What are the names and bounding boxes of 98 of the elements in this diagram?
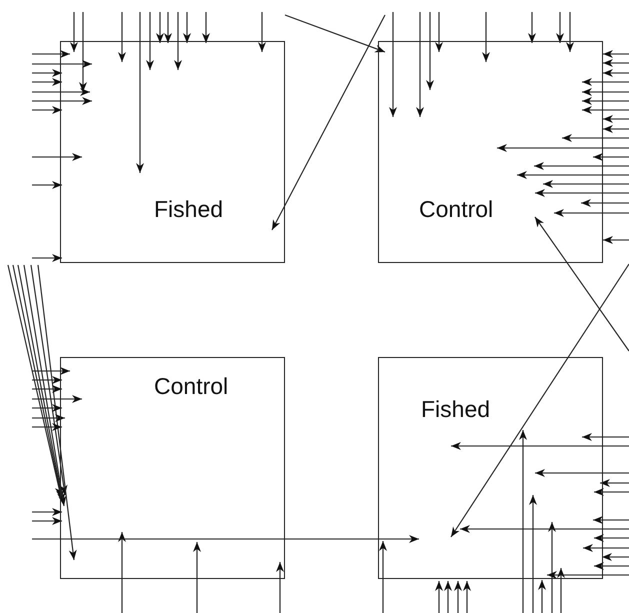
- arrow: [535, 469, 629, 477]
- arrow: [32, 50, 70, 58]
- arrow: [603, 125, 629, 133]
- arrow: [32, 385, 62, 393]
- arrow: [32, 254, 62, 262]
- arrow: [538, 580, 546, 613]
- arrow: [582, 97, 629, 105]
- arrow: [594, 488, 629, 496]
- arrow: [566, 12, 574, 52]
- arrow: [460, 525, 629, 533]
- arrow: [548, 522, 556, 613]
- arrow: [32, 153, 82, 161]
- arrow: [497, 144, 629, 152]
- arrow: [602, 553, 629, 561]
- plot-box: [378, 41, 603, 263]
- arrow: [529, 495, 537, 613]
- plot-label: Fished: [154, 198, 224, 221]
- arrow: [23, 264, 66, 506]
- arrow: [32, 60, 92, 68]
- arrow: [603, 115, 629, 123]
- arrow: [603, 50, 629, 58]
- arrow: [593, 516, 629, 524]
- arrow: [183, 12, 191, 43]
- arrow: [118, 532, 126, 613]
- arrow: [603, 59, 629, 67]
- arrow: [444, 581, 452, 613]
- arrow: [272, 14, 386, 230]
- arrow: [32, 181, 62, 189]
- arrow: [32, 423, 62, 431]
- arrow: [463, 581, 471, 613]
- arrow: [582, 433, 629, 441]
- arrow: [543, 180, 629, 188]
- arrow: [517, 171, 629, 179]
- arrow: [534, 216, 629, 352]
- arrow: [603, 69, 629, 77]
- arrow: [594, 534, 629, 542]
- arrow: [30, 264, 68, 496]
- arrow: [435, 581, 443, 613]
- arrow: [193, 542, 201, 613]
- arrow: [594, 562, 629, 570]
- arrow: [32, 69, 62, 77]
- arrow: [32, 508, 62, 516]
- arrow: [582, 88, 629, 96]
- arrow: [146, 12, 154, 70]
- arrow: [32, 414, 65, 422]
- arrow: [482, 12, 490, 62]
- arrow: [603, 236, 629, 244]
- arrow: [454, 581, 462, 613]
- arrow: [258, 12, 266, 52]
- arrow: [450, 264, 629, 538]
- arrow: [600, 479, 629, 487]
- arrow: [557, 568, 565, 613]
- arrow: [593, 153, 629, 161]
- arrow: [32, 404, 62, 412]
- plot-box: [60, 357, 285, 579]
- arrow: [37, 264, 77, 560]
- plot-label: Control: [154, 375, 228, 398]
- arrow: [79, 12, 87, 92]
- arrow: [118, 12, 126, 62]
- arrow: [554, 209, 629, 217]
- arrow: [581, 199, 629, 207]
- arrow: [426, 12, 434, 90]
- arrow: [164, 12, 172, 43]
- arrow: [202, 12, 210, 43]
- plot-box: [378, 357, 603, 579]
- arrow: [451, 442, 629, 450]
- arrow: [32, 88, 90, 96]
- arrow: [582, 106, 629, 114]
- arrow: [136, 12, 144, 173]
- arrow: [32, 106, 62, 114]
- arrow: [32, 78, 62, 86]
- arrow: [534, 162, 629, 170]
- plot-box: [60, 41, 285, 263]
- arrow: [156, 12, 164, 43]
- arrow: [582, 78, 629, 86]
- arrow: [535, 189, 629, 197]
- arrow: [32, 367, 70, 375]
- arrow: [32, 376, 62, 384]
- arrow: [519, 430, 527, 613]
- arrow: [562, 134, 629, 142]
- arrow: [32, 517, 62, 525]
- arrow: [435, 12, 443, 52]
- plot-label: Fished: [421, 398, 490, 421]
- arrow: [32, 535, 419, 543]
- arrow: [174, 12, 182, 70]
- plot-label: Control: [419, 198, 494, 221]
- arrow: [32, 97, 92, 105]
- arrow: [528, 12, 536, 43]
- arrow: [389, 12, 397, 117]
- arrow: [276, 562, 284, 613]
- arrow: [284, 14, 386, 53]
- arrow: [379, 541, 387, 613]
- arrow: [556, 12, 564, 43]
- arrow: [32, 395, 82, 403]
- arrow: [70, 12, 78, 52]
- arrow: [583, 544, 629, 552]
- arrow: [547, 571, 629, 579]
- arrow: [416, 12, 424, 117]
